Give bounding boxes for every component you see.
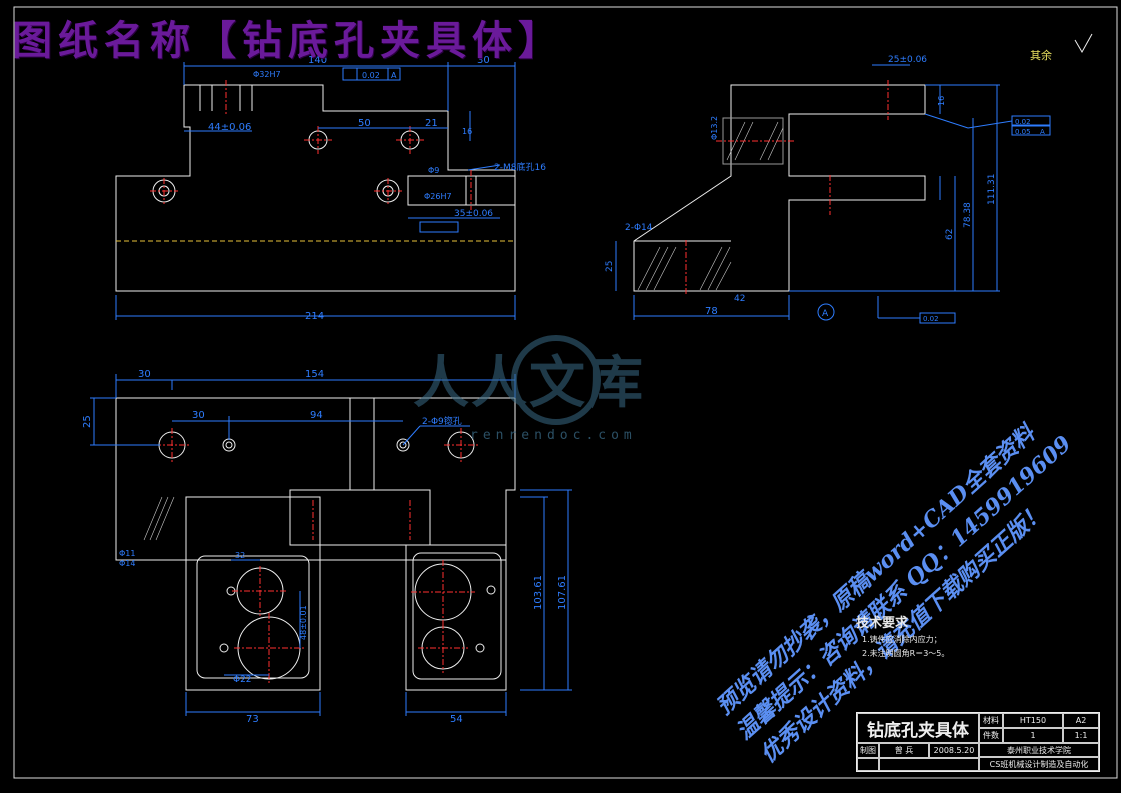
dim-16-top: 16 — [937, 96, 946, 106]
dim-25-side: 25 — [605, 261, 615, 272]
dim-phi13-2: Φ13.2 — [710, 116, 719, 140]
side-view-dimensions — [615, 33, 1093, 324]
dim-phi14: Φ14 — [119, 559, 135, 568]
dim-30: 30 — [477, 55, 490, 66]
datum-a-label: A — [822, 309, 829, 319]
roughness-note: 其余 — [1030, 48, 1052, 62]
dim-phi26h7: Φ26H7 — [424, 192, 452, 201]
dim-62: 62 — [945, 229, 955, 240]
drawing-title-banner: 图纸名称【钻底孔夹具体】 — [12, 17, 564, 64]
tb-date: 2008.5.20 — [929, 743, 979, 758]
dim-32: 32 — [235, 551, 245, 560]
dim-30-a: 30 — [138, 369, 151, 380]
tol-0-05: 0.05 — [1015, 128, 1031, 136]
dim-44: 44±0.06 — [208, 122, 251, 133]
tech-heading: 技术要求 — [856, 616, 909, 631]
tb-blank-2 — [879, 758, 979, 771]
dim-25-front: 25 — [82, 415, 93, 428]
tb-part-name: 钻底孔夹具体 — [857, 713, 979, 743]
tb-drawer: 曾 兵 — [879, 743, 929, 758]
side-view — [633, 84, 926, 292]
tech-item-1: 1.铸件应消除内应力； — [862, 635, 942, 644]
tb-dept: CS班机械设计制造及自动化 — [979, 757, 1099, 771]
top-view-dimensions — [115, 62, 516, 320]
dim-2-m8: 2-M8底孔16 — [494, 161, 546, 173]
dim-107-61: 107.61 — [557, 575, 568, 610]
dim-16: 16 — [462, 127, 472, 136]
dim-phi22: Φ22 — [233, 675, 252, 685]
dim-73: 73 — [246, 714, 259, 725]
tb-material: HT150 — [1003, 713, 1063, 728]
dim-30-b: 30 — [192, 410, 205, 421]
tb-quantity-label: 件数 — [979, 728, 1003, 743]
dim-78-38: 78.38 — [963, 202, 973, 228]
side-view-hatch — [637, 121, 784, 291]
technical-requirements: 技术要求 1.铸件应消除内应力； 2.未注明圆角R＝3～5。 — [856, 612, 949, 659]
front-view-hatch — [143, 496, 175, 541]
tol-0-02: 0.02 — [362, 71, 380, 80]
watermark-circle — [511, 335, 601, 425]
dim-25: 25±0.06 — [888, 55, 927, 65]
front-view-centerlines — [155, 428, 478, 683]
datum-a-side: A — [1040, 128, 1045, 136]
dim-2-phi9-counterbore: 2-Φ9锪孔 — [422, 415, 462, 427]
tb-material-label: 材料 — [979, 713, 1003, 728]
side-view-dim-text: 25±0.06 16 0.02 0.05 A Φ13.2 2-Φ14 25 62… — [605, 55, 1045, 323]
side-view-centerlines — [685, 80, 889, 295]
tol-0-02-bottom: 0.02 — [923, 315, 939, 323]
dim-140: 140 — [308, 55, 327, 66]
dim-35: 35±0.06 — [454, 209, 493, 219]
watermark-url: renrendoc.com — [470, 428, 637, 443]
dim-154: 154 — [305, 369, 324, 380]
dim-phi32h7: Φ32H7 — [253, 70, 281, 79]
watermark-logo: 人人文库 — [413, 335, 645, 425]
tb-blank-1 — [857, 758, 879, 771]
dim-94: 94 — [310, 410, 323, 421]
dim-54: 54 — [450, 714, 463, 725]
dim-78: 78 — [705, 306, 718, 317]
top-view-centerlines — [150, 80, 472, 210]
dim-21: 21 — [425, 118, 438, 129]
tb-sheet-size: A2 — [1063, 713, 1099, 728]
dim-phi9: Φ9 — [428, 166, 439, 175]
tb-drawn-label: 制图 — [857, 743, 879, 758]
tb-quantity: 1 — [1003, 728, 1063, 743]
drawing-frame — [13, 6, 1118, 779]
datum-a: A — [391, 71, 397, 80]
tech-item-2: 2.未注明圆角R＝3～5。 — [862, 649, 950, 658]
top-view — [115, 84, 516, 292]
dim-48: 48±0.01 — [299, 605, 308, 640]
tb-school: 泰州职业技术学院 — [979, 743, 1099, 757]
dim-phi11: Φ11 — [119, 549, 135, 558]
tb-scale: 1:1 — [1063, 728, 1099, 743]
top-view-dim-text: 214 140 30 Φ32H7 0.02 A 44±0.06 50 21 16… — [208, 55, 546, 322]
dim-50: 50 — [358, 118, 371, 129]
title-block: 钻底孔夹具体 材料 HT150 A2 件数 1 1:1 制图 曾 兵 2008.… — [856, 712, 1100, 772]
front-view-dim-text: 30 154 30 94 25 2-Φ9锪孔 Φ11 Φ14 103.61 10… — [82, 369, 568, 725]
dim-214: 214 — [305, 311, 324, 322]
front-view-dimensions — [90, 374, 572, 716]
tol-0-02-side: 0.02 — [1015, 118, 1031, 126]
dim-103-61: 103.61 — [533, 575, 544, 610]
dim-42: 42 — [734, 294, 745, 304]
watermark-logo-text: 人人文库 — [413, 350, 645, 416]
dim-2-phi14: 2-Φ14 — [625, 223, 653, 233]
dim-111-31: 111.31 — [987, 174, 997, 206]
